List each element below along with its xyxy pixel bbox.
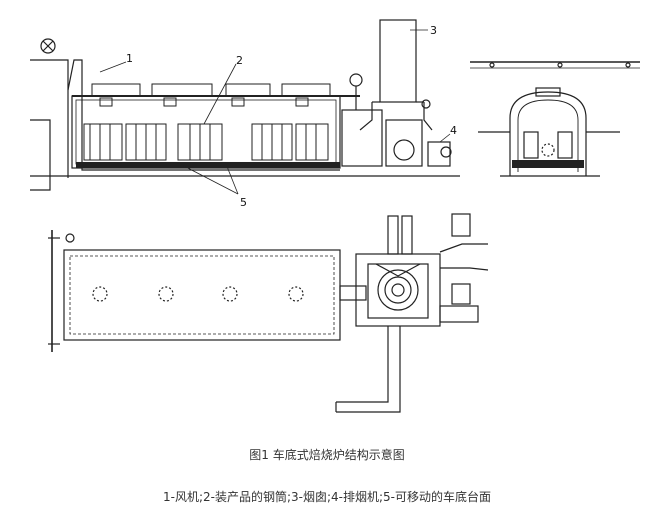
exhaust-fan — [427, 141, 452, 167]
side-elevation-view — [30, 19, 460, 191]
burner-ports — [92, 286, 304, 302]
plan-view — [48, 213, 489, 413]
callout-labels: 1 2 3 4 5 — [126, 24, 457, 209]
figure-caption-legend: 1-风机;2-装产品的钢筒;3-烟囱;4-排烟机;5-可移动的车底台面 — [163, 490, 491, 504]
fan-symbol — [40, 38, 56, 54]
kiln-structure-diagram: 1 2 3 4 5 — [30, 19, 640, 413]
callout-1: 1 — [126, 52, 133, 65]
callout-3: 3 — [430, 24, 437, 37]
cross-section-view — [470, 61, 640, 177]
burner-heads — [99, 97, 309, 107]
callout-5: 5 — [240, 196, 247, 209]
figure-caption-title: 图1 车底式焙烧炉结构示意图 — [249, 448, 405, 462]
roof-units — [91, 83, 331, 97]
steel-cylinders — [83, 123, 329, 161]
callout-4: 4 — [450, 124, 457, 137]
callout-2: 2 — [236, 54, 243, 67]
chimney — [359, 19, 433, 131]
